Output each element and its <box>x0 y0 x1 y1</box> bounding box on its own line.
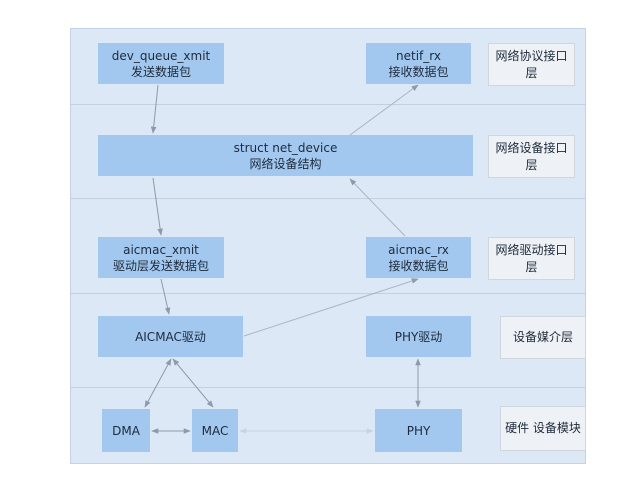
aicmac-rx-node: aicmac_rx 接收数据包 <box>366 237 471 278</box>
phy-driver-node: PHY驱动 <box>366 316 471 357</box>
netif-rx-node: netif_rx 接收数据包 <box>366 43 471 84</box>
layer-divider <box>71 293 585 294</box>
dma-node: DMA <box>102 409 150 452</box>
layer-label-device-interface: 网络设备接口层 <box>488 135 575 178</box>
aicmac-xmit-node: aicmac_xmit 驱动层发送数据包 <box>98 237 224 278</box>
layer-label-device-media: 设备媒介层 <box>500 316 586 359</box>
node-description: 发送数据包 <box>130 64 191 79</box>
node-label: PHY驱动 <box>394 329 443 344</box>
layer-label-hardware: 硬件 设备模块 <box>500 406 586 451</box>
node-label: DMA <box>112 423 140 438</box>
node-function-name: aicmac_xmit <box>123 242 199 257</box>
mac-node: MAC <box>192 409 238 452</box>
dev-queue-xmit-node: dev_queue_xmit 发送数据包 <box>98 43 224 84</box>
node-description: 驱动层发送数据包 <box>112 258 209 273</box>
node-description: 网络设备结构 <box>249 156 322 171</box>
aicmac-driver-node: AICMAC驱动 <box>98 316 243 357</box>
node-label: MAC <box>201 423 229 438</box>
net-device-node: struct net_device 网络设备结构 <box>98 135 473 176</box>
node-struct-name: struct net_device <box>233 140 338 155</box>
node-function-name: netif_rx <box>396 48 441 63</box>
node-label: PHY <box>406 423 431 438</box>
phy-node: PHY <box>375 409 462 452</box>
layer-divider <box>71 104 585 105</box>
node-function-name: dev_queue_xmit <box>111 48 211 63</box>
layer-divider <box>71 387 585 388</box>
node-description: 接收数据包 <box>388 258 449 273</box>
layer-label-driver-interface: 网络驱动接口层 <box>488 237 575 280</box>
layer-divider <box>71 198 585 199</box>
layer-label-protocol-interface: 网络协议接口层 <box>488 43 575 86</box>
node-description: 接收数据包 <box>388 64 449 79</box>
node-label: AICMAC驱动 <box>135 329 206 344</box>
node-function-name: aicmac_rx <box>388 242 449 257</box>
